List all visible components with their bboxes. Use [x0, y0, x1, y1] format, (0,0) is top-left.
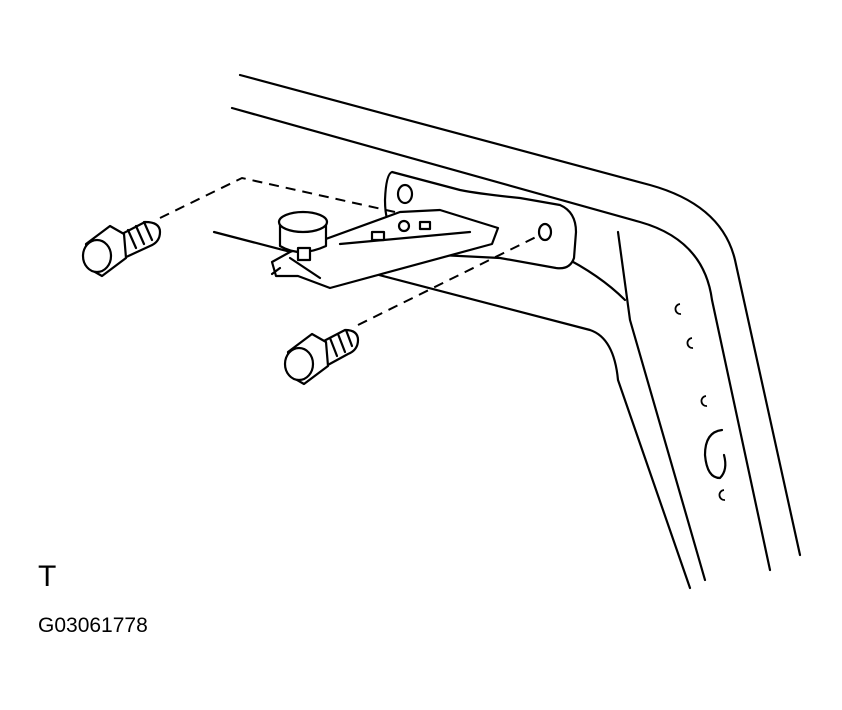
bolt-lower: [283, 328, 360, 386]
clip-mark: [674, 303, 682, 315]
door-frame: [212, 73, 802, 590]
door-panel-top-edge: [212, 230, 692, 590]
door-frame-outer-edge: [238, 73, 802, 557]
hinge-pin: [277, 210, 329, 262]
hinge-bolt-hole-lower: [537, 222, 553, 242]
alignment-lines: [159, 176, 541, 326]
hinge-arm-hole: [397, 219, 411, 233]
door-panel-inner-seam: [616, 230, 707, 582]
hinge-arm: [270, 208, 500, 290]
door-slot: [703, 428, 727, 480]
hinge-bolt-hole-upper: [396, 183, 414, 205]
alignment-line-upper: [159, 176, 396, 219]
clip-mark: [700, 395, 708, 407]
figure-code-label: G03061778: [38, 614, 148, 637]
hinge-arm-slot: [370, 230, 386, 242]
clip-mark: [718, 489, 726, 501]
view-mark-label: T: [38, 560, 57, 593]
clip-mark: [686, 337, 694, 349]
bolt-upper: [81, 220, 162, 278]
clip-marks: [674, 303, 726, 501]
door-frame-inner-edge: [230, 106, 772, 572]
hinge-arm-slot: [418, 220, 432, 231]
